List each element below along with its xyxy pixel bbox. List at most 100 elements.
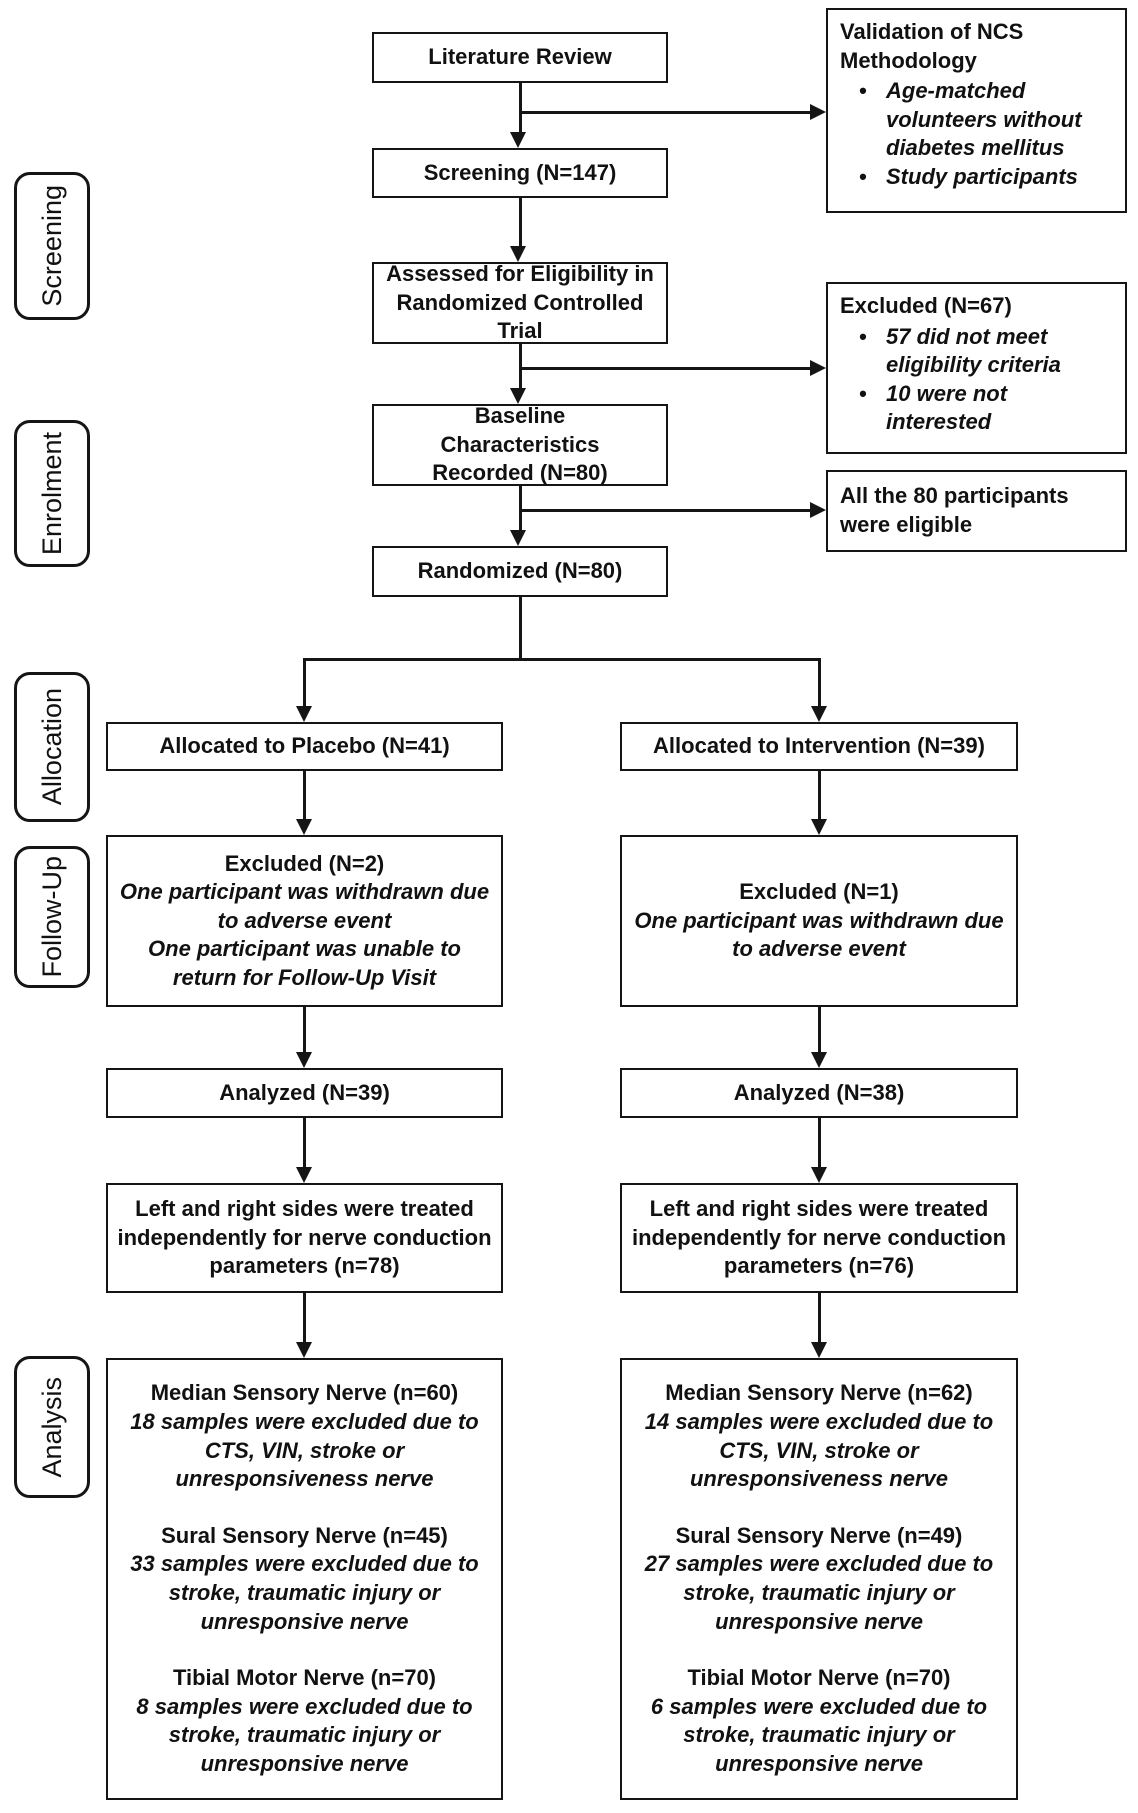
arrowhead-down-icon	[510, 132, 526, 148]
intervention-median-title: Median Sensory Nerve (n=62)	[665, 1380, 973, 1406]
connector-split-to-intervention	[817, 658, 821, 707]
baseline-box: Baseline Characteristics Recorded (N=80)	[372, 403, 668, 486]
connector-literature-to-screening	[518, 83, 522, 133]
arrowhead-down-icon	[296, 1342, 312, 1358]
stage-label-screening: Screening	[14, 172, 90, 320]
arrowhead-down-icon	[510, 388, 526, 404]
connector-branch-to-validation	[520, 110, 812, 114]
arrowhead-down-icon	[296, 1167, 312, 1183]
stage-label-analysis-text: Analysis	[36, 1376, 67, 1478]
allocated-intervention-box: Allocated to Intervention (N=39)	[620, 722, 1018, 771]
arrowhead-down-icon	[296, 706, 312, 722]
intervention-sides-text: Left and right sides were treated indepe…	[631, 1196, 1007, 1279]
connector-intervention-analyzed-to-sides	[817, 1118, 821, 1168]
connector-screening-to-assessed	[518, 197, 522, 247]
intervention-excluded-reason-1: One participant was withdrawn due to adv…	[634, 907, 1004, 962]
intervention-analyzed-text: Analyzed (N=38)	[733, 1079, 905, 1105]
excluded-67-bullet-2: 10 were not interested	[840, 380, 1113, 437]
connector-placebo-sides-to-analysis	[302, 1293, 306, 1343]
intervention-tibial-title: Tibial Motor Nerve (n=70)	[687, 1665, 951, 1691]
validation-note-bullets: Age-matched volunteers without diabetes …	[840, 77, 1113, 191]
connector-placebo-analyzed-to-sides	[302, 1118, 306, 1168]
validation-bullet-2: Study participants	[840, 163, 1113, 192]
validation-bullet-2-text: Study participants	[886, 163, 1078, 189]
eligible-note-box: All the 80 participants were eligible	[826, 470, 1127, 552]
connector-intervention-allocated-to-excluded	[817, 771, 821, 820]
stage-label-analysis: Analysis	[14, 1356, 90, 1498]
arrowhead-down-icon	[811, 819, 827, 835]
randomized-box: Randomized (N=80)	[372, 546, 668, 597]
stage-label-enrolment: Enrolment	[14, 420, 90, 567]
connector-split-to-placebo	[302, 658, 306, 707]
placebo-sural-title: Sural Sensory Nerve (n=45)	[161, 1522, 448, 1548]
validation-bullet-1-text: Age-matched volunteers without diabetes …	[886, 78, 1082, 161]
connector-intervention-excluded-to-analyzed	[817, 1007, 821, 1053]
excluded-67-bullet-1: 57 did not meet eligibility criteria	[840, 323, 1113, 380]
intervention-sural-title: Sural Sensory Nerve (n=49)	[675, 1522, 963, 1548]
arrowhead-down-icon	[811, 1052, 827, 1068]
placebo-nerve-group-sural: Sural Sensory Nerve (n=45) 33 samples we…	[116, 1522, 493, 1636]
validation-note-title: Validation of NCS Methodology	[840, 19, 1024, 73]
intervention-sides-box: Left and right sides were treated indepe…	[620, 1183, 1018, 1293]
intervention-analyzed-box: Analyzed (N=38)	[620, 1068, 1018, 1118]
placebo-excluded-title: Excluded (N=2)	[224, 850, 385, 876]
placebo-excluded-reason-1: One participant was withdrawn due to adv…	[119, 879, 490, 933]
connector-placebo-allocated-to-excluded	[302, 771, 306, 820]
connector-intervention-sides-to-analysis	[817, 1293, 821, 1343]
screening-text: Screening (N=147)	[423, 159, 617, 185]
arrowhead-right-icon	[810, 104, 826, 120]
intervention-excluded-box: Excluded (N=1) One participant was withd…	[620, 835, 1018, 1007]
excluded-67-box: Excluded (N=67) 57 did not meet eligibil…	[826, 282, 1127, 454]
arrowhead-down-icon	[296, 819, 312, 835]
allocated-placebo-text: Allocated to Placebo (N=41)	[159, 733, 450, 759]
placebo-tibial-title: Tibial Motor Nerve (n=70)	[172, 1665, 437, 1691]
placebo-analyzed-box: Analyzed (N=39)	[106, 1068, 503, 1118]
connector-randomized-to-split	[518, 597, 522, 661]
validation-bullet-1: Age-matched volunteers without diabetes …	[840, 77, 1113, 163]
intervention-nerve-group-tibial: Tibial Motor Nerve (n=70) 6 samples were…	[630, 1664, 1008, 1778]
arrowhead-down-icon	[510, 530, 526, 546]
validation-note-box: Validation of NCS Methodology Age-matche…	[826, 8, 1127, 213]
eligible-note-text: All the 80 participants were eligible	[840, 483, 1069, 537]
excluded-67-title: Excluded (N=67)	[840, 293, 1012, 318]
connector-assessed-to-baseline	[518, 343, 522, 389]
literature-review-text: Literature Review	[428, 44, 612, 70]
arrowhead-right-icon	[810, 360, 826, 376]
placebo-analysis-box: Median Sensory Nerve (n=60) 18 samples w…	[106, 1358, 503, 1800]
arrowhead-down-icon	[296, 1052, 312, 1068]
connector-split-bar	[302, 658, 821, 661]
intervention-sural-note: 27 samples were excluded due to stroke, …	[644, 1551, 994, 1634]
stage-label-allocation: Allocation	[14, 672, 90, 822]
stage-label-followup-text: Follow-Up	[36, 856, 67, 978]
placebo-median-title: Median Sensory Nerve (n=60)	[150, 1380, 459, 1406]
placebo-tibial-note: 8 samples were excluded due to stroke, t…	[136, 1693, 473, 1776]
intervention-tibial-note: 6 samples were excluded due to stroke, t…	[650, 1693, 988, 1776]
placebo-nerve-group-tibial: Tibial Motor Nerve (n=70) 8 samples were…	[116, 1664, 493, 1778]
intervention-nerve-group-sural: Sural Sensory Nerve (n=49) 27 samples we…	[630, 1522, 1008, 1636]
placebo-nerve-group-median: Median Sensory Nerve (n=60) 18 samples w…	[116, 1379, 493, 1493]
allocated-intervention-text: Allocated to Intervention (N=39)	[653, 733, 985, 759]
stage-label-enrolment-text: Enrolment	[36, 431, 67, 556]
arrowhead-down-icon	[811, 1167, 827, 1183]
baseline-text: Baseline Characteristics Recorded (N=80)	[432, 403, 608, 486]
allocated-placebo-box: Allocated to Placebo (N=41)	[106, 722, 503, 771]
arrowhead-right-icon	[810, 502, 826, 518]
intervention-analysis-box: Median Sensory Nerve (n=62) 14 samples w…	[620, 1358, 1018, 1800]
placebo-sides-text: Left and right sides were treated indepe…	[117, 1196, 492, 1279]
randomized-text: Randomized (N=80)	[417, 558, 623, 584]
arrowhead-down-icon	[811, 706, 827, 722]
intervention-nerve-group-median: Median Sensory Nerve (n=62) 14 samples w…	[630, 1379, 1008, 1493]
arrowhead-down-icon	[811, 1342, 827, 1358]
stage-label-screening-text: Screening	[36, 185, 67, 307]
placebo-excluded-reason-2: One participant was unable to return for…	[148, 936, 461, 990]
intervention-excluded-title: Excluded (N=1)	[739, 879, 899, 905]
excluded-67-bullets: 57 did not meet eligibility criteria 10 …	[840, 323, 1113, 437]
screening-box: Screening (N=147)	[372, 148, 668, 198]
placebo-median-note: 18 samples were excluded due to CTS, VIN…	[130, 1409, 479, 1492]
intervention-median-note: 14 samples were excluded due to CTS, VIN…	[644, 1409, 994, 1492]
stage-label-allocation-text: Allocation	[36, 688, 67, 806]
placebo-excluded-box: Excluded (N=2) One participant was withd…	[106, 835, 503, 1007]
excluded-67-bullet-1-text: 57 did not meet eligibility criteria	[886, 323, 1061, 378]
placebo-sides-box: Left and right sides were treated indepe…	[106, 1183, 503, 1293]
